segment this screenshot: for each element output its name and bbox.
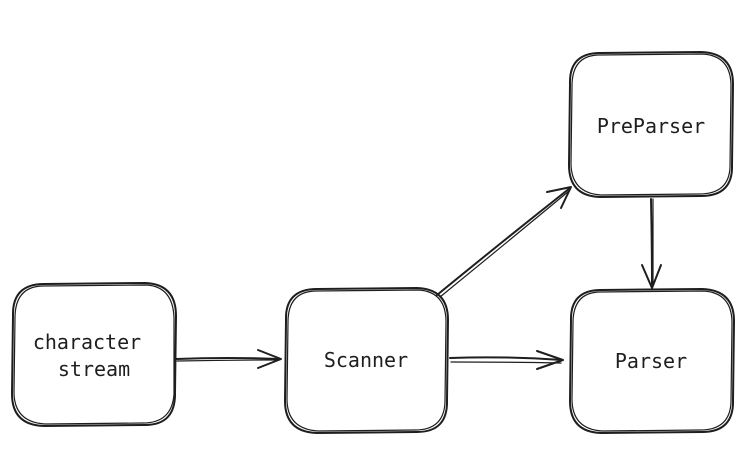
node-character-stream-border xyxy=(11,282,177,427)
node-scanner-label: Scanner xyxy=(324,348,408,372)
node-character-stream-label-line1: character xyxy=(33,330,141,354)
node-character-stream-border-sketch xyxy=(13,284,175,425)
arrow-line xyxy=(436,187,571,296)
node-preparser-border xyxy=(568,51,734,198)
node-preparser[interactable]: PreParser xyxy=(568,51,734,198)
arrow-line-sketch xyxy=(450,361,562,364)
node-preparser-label: PreParser xyxy=(597,114,705,138)
arrow-line-sketch xyxy=(439,190,570,298)
edge-preparser-to-parser xyxy=(641,198,662,289)
node-character-stream[interactable]: character stream xyxy=(11,282,177,427)
node-parser-border xyxy=(569,288,735,434)
node-scanner-border xyxy=(284,287,449,434)
node-parser[interactable]: Parser xyxy=(569,288,735,434)
arrow-line xyxy=(449,356,563,361)
arrowhead-icon xyxy=(536,350,564,370)
node-parser-border-sketch xyxy=(571,290,733,432)
arrowhead-icon xyxy=(641,264,662,289)
edge-scanner-to-parser xyxy=(449,350,564,370)
arrowhead-icon xyxy=(546,186,572,209)
node-parser-label: Parser xyxy=(615,349,687,373)
arrow-line xyxy=(650,198,653,288)
node-scanner[interactable]: Scanner xyxy=(284,287,449,434)
node-preparser-border-sketch xyxy=(570,53,732,196)
node-scanner-border-sketch xyxy=(286,289,447,432)
edge-character-stream-to-scanner xyxy=(175,349,282,369)
arrow-line-sketch xyxy=(176,359,280,362)
node-character-stream-label-line2: stream xyxy=(58,357,130,381)
arrowhead-icon xyxy=(257,349,282,369)
arrow-line xyxy=(175,357,281,360)
edge-scanner-to-preparser xyxy=(436,186,572,298)
